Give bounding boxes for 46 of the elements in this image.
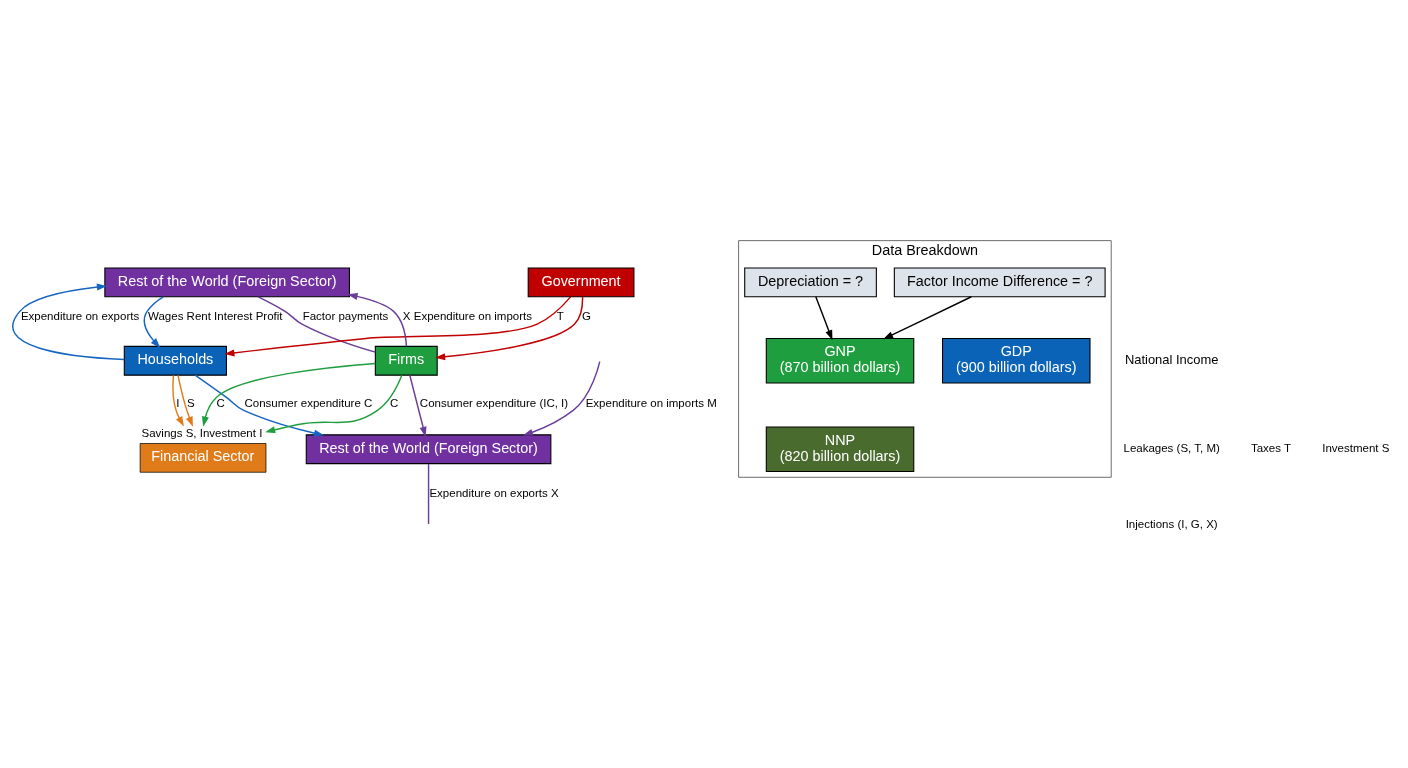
edge-label: G: [581, 309, 591, 322]
edge-label: T: [556, 309, 564, 322]
edge-label: S: [186, 396, 195, 409]
arrow: [201, 362, 376, 427]
node-box: Firms: [374, 345, 438, 376]
arrow: [172, 374, 184, 427]
connector: [427, 462, 430, 525]
node-box: Rest of the World (Foreign Sector): [104, 266, 350, 297]
arrow: [883, 295, 973, 339]
node-box: Government: [527, 266, 635, 297]
edge-label: Consumer expenditure C: [244, 396, 373, 409]
label: Taxes T: [1250, 441, 1291, 454]
arrow: [435, 295, 584, 360]
edge-label: C: [389, 396, 399, 409]
edge-label: Factor payments: [302, 309, 389, 322]
edge-label: Wages Rent Interest Profit: [148, 309, 283, 322]
edge-label: Expenditure on exports: [20, 309, 140, 322]
node-box: Depreciation = ?: [744, 266, 877, 297]
node-box: NNP (820 billion dollars): [765, 425, 915, 472]
arrow: [815, 295, 833, 340]
node-box: Rest of the World (Foreign Sector): [305, 433, 552, 464]
edge-label: X Expenditure on imports: [402, 309, 532, 322]
edge-label: C: [216, 396, 225, 409]
label: Leakages (S, T, M): [1123, 441, 1220, 454]
arrow: [177, 374, 193, 427]
edge-label: Expenditure on exports X: [429, 486, 559, 499]
arrow: [224, 295, 572, 356]
arrow: [409, 374, 427, 437]
node-box: GDP (900 billion dollars): [942, 337, 1091, 384]
label: Injections (I, G, X): [1125, 517, 1218, 529]
arrow: [194, 373, 325, 437]
edge-label: I: [176, 396, 180, 409]
node-label: Savings S, Investment I: [141, 426, 263, 439]
label: Investment S: [1322, 441, 1390, 454]
connector: [257, 295, 377, 353]
label: National Income: [1124, 351, 1219, 367]
edge-label: Expenditure on imports M: [585, 396, 717, 409]
node-box: GNP (870 billion dollars): [765, 337, 915, 384]
edge-label: Consumer expenditure (IC, I): [419, 396, 569, 409]
arrow: [265, 374, 403, 433]
arrow: [347, 292, 408, 347]
node-box: Factor Income Difference = ?: [893, 266, 1106, 297]
node-box: Households: [123, 345, 227, 376]
arrow: [12, 283, 125, 360]
arrow: [522, 360, 601, 436]
arrow: [143, 295, 165, 348]
